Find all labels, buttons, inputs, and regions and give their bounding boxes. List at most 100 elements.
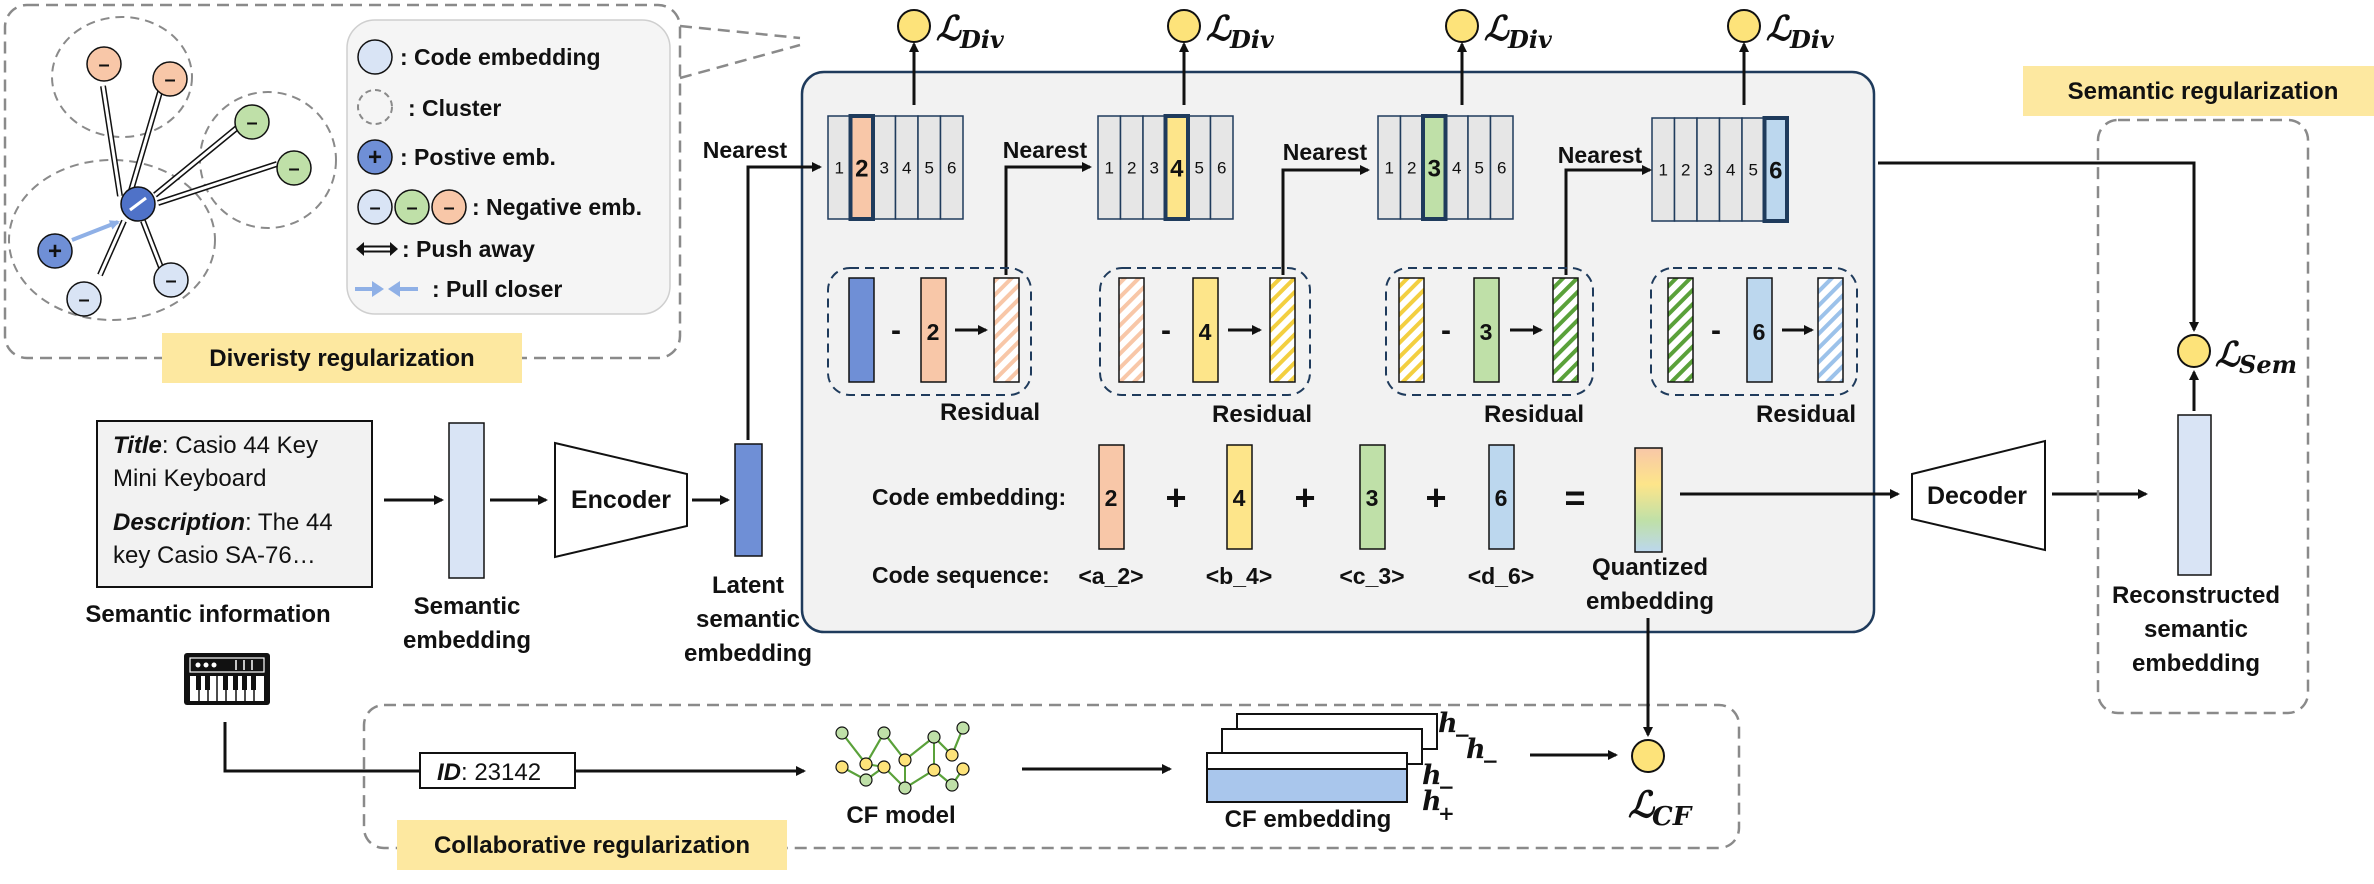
residual3-code-label: 3 [1480, 319, 1493, 345]
sem-emb-label-1: Semantic [414, 593, 521, 620]
div-loss-4-symbol: ℒ [1766, 9, 1792, 49]
residual1-output-bar [993, 277, 1020, 383]
residual-label-3: Residual [1484, 401, 1584, 428]
code-bar-4-label: 6 [1495, 485, 1508, 511]
svg-text:–: – [98, 54, 109, 76]
svg-text:–: – [165, 270, 176, 292]
h-sub-1: − [1454, 723, 1471, 747]
h-label-4: h [1422, 786, 1442, 817]
codebook-1-selected-outline [848, 114, 875, 221]
neg-emb-orange-2: – [152, 61, 188, 97]
sem-loss-symbol: ℒ [2215, 335, 2241, 375]
residual-step-3: - 3 Residual [1385, 267, 1594, 428]
residual2-output-bar [1269, 277, 1296, 383]
legend-code-emb: : Code embedding [357, 39, 601, 75]
legend-pull-label: : Pull closer [432, 276, 562, 302]
codebook-4-cell-3-label: 3 [1704, 161, 1713, 180]
semantic-reg-panel [2096, 118, 2310, 715]
codebook-2-cell-6-label: 6 [1217, 159, 1226, 178]
legend-cluster: : Cluster [357, 89, 501, 125]
code-bar-3-label: 3 [1366, 485, 1379, 511]
zoom-line-bottom [679, 43, 801, 80]
div-loss-1-symbol: ℒ [936, 9, 962, 49]
residual-step-4: - 6 Residual [1650, 267, 1858, 428]
neg-emb-green-2: – [276, 150, 312, 186]
semantic-info-caption: Semantic information [85, 601, 330, 628]
decoder-section: Decoder Semantic regularization Reconstr… [1680, 66, 2374, 715]
cf-embedding-stack [1206, 713, 1438, 803]
arrow-codebook-to-sem-loss [1878, 161, 2199, 332]
plus-1: + [1165, 477, 1186, 518]
legend-push: : Push away [356, 236, 535, 262]
collab-panel [362, 703, 1741, 850]
codebook-1-cell-6 [939, 115, 964, 220]
diversity-title: Diveristy regularization [209, 345, 474, 372]
cluster-top [51, 16, 193, 138]
svg-text:–: – [246, 112, 257, 134]
residual3-code-bar [1473, 277, 1500, 383]
residual-label-1: Residual [940, 399, 1040, 426]
collab-section: Collaborative regularization ID: 23142 C… [223, 618, 1741, 870]
h-sub-2: − [1482, 749, 1499, 773]
legend-box [346, 19, 671, 315]
residual-label-2: Residual [1212, 401, 1312, 428]
desc-line: Description: The 44 [113, 509, 333, 536]
latent-label-2: semantic [696, 606, 800, 633]
title-line: Title: Casio 44 Key [113, 432, 318, 459]
residual2-code-label: 4 [1199, 319, 1212, 345]
collab-title: Collaborative regularization [434, 832, 750, 859]
collab-title-bg [397, 820, 787, 870]
encoder-shape [554, 441, 688, 559]
legend-code-icon [357, 39, 393, 75]
cf-loss-symbol: ℒ [1628, 784, 1656, 826]
reconstructed-embedding-bar [2177, 414, 2212, 576]
residual3-input-bar [1398, 277, 1425, 383]
legend-positive-label: : Postive emb. [400, 144, 556, 170]
input-section: Title: Casio 44 Key Mini Keyboard Descri… [85, 420, 812, 705]
recon-label-3: embedding [2132, 650, 2260, 677]
pull-closer-arrow [71, 220, 120, 242]
nearest-label-4: Nearest [1558, 142, 1643, 168]
recon-label-1: Reconstructed [2112, 582, 2280, 609]
codebook-1-cell-1-label: 1 [835, 159, 844, 178]
codebook-4-cell-1-label: 1 [1659, 161, 1668, 180]
arrow-keyboard-to-cf [223, 722, 806, 776]
div-loss-1-sub: Div [959, 25, 1005, 54]
div-loss-2-symbol: ℒ [1206, 9, 1232, 49]
codebook-4-cell-2-label: 2 [1681, 161, 1690, 180]
code-seq-2: <b_4> [1206, 563, 1273, 589]
code-seq-3: <c_3> [1339, 563, 1404, 589]
svg-text:–: – [369, 197, 380, 219]
codebook-1-cell-2-label: 2 [855, 156, 868, 183]
h-label-2: h [1466, 734, 1486, 765]
cf-pos-emb [1206, 768, 1408, 803]
codebook-2-cell-1-label: 1 [1105, 159, 1114, 178]
legend-positive-icon [357, 139, 393, 175]
codebook-3-cell-3-label: 3 [1428, 156, 1441, 183]
decoder-shape [1911, 439, 2046, 552]
plus-2: + [1294, 477, 1315, 518]
diversity-panel-border [3, 3, 682, 360]
codebook-2-cell-6 [1209, 115, 1234, 220]
cf-loss-sub: CF [1652, 802, 1693, 832]
quantized-embedding-bar [1634, 447, 1663, 553]
nearest-label-2: Nearest [1003, 137, 1088, 163]
codebook-2-cell-3-label: 3 [1150, 159, 1159, 178]
cf-loss-circle [1631, 739, 1665, 773]
svg-text:–: – [164, 69, 175, 91]
latent-embedding-bar [734, 443, 763, 557]
div-loss-2-circle [1167, 9, 1201, 43]
div-loss-1: ℒ Div [897, 9, 1005, 105]
div-loss-4-sub: Div [1789, 25, 1835, 54]
encoder-label: Encoder [571, 486, 671, 514]
codebook-3-selected-outline [1421, 114, 1448, 221]
svg-text:–: – [78, 289, 89, 311]
code-bar-2 [1226, 444, 1253, 550]
pos-emb: + [37, 233, 73, 269]
codebook-2-cell-2-label: 2 [1127, 159, 1136, 178]
sem-emb-label-2: embedding [403, 627, 531, 654]
residual1-minus: - [891, 314, 901, 347]
plus-3: + [1425, 477, 1446, 518]
cluster-right [199, 91, 337, 229]
